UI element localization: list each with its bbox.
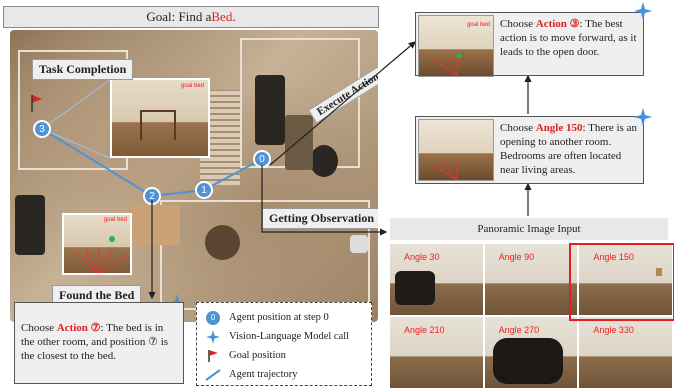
task-completion-label: Task Completion bbox=[32, 59, 134, 80]
action-choose: Choose bbox=[500, 18, 536, 30]
selected-angle-highlight bbox=[569, 243, 674, 321]
angle-label: Angle 150 bbox=[593, 252, 634, 262]
legend-label: Agent position at step 0 bbox=[229, 312, 329, 323]
angle-choose: Choose bbox=[500, 122, 536, 134]
bed-frame bbox=[140, 110, 176, 140]
trajectory-node-1: 1 bbox=[195, 181, 213, 199]
appliance bbox=[350, 235, 368, 253]
wall-outlet bbox=[655, 268, 662, 276]
arrow-icon bbox=[261, 165, 388, 236]
pano-view-330: Angle 330 bbox=[579, 317, 672, 388]
angle-thumbnail bbox=[418, 119, 494, 181]
inset-goal-tag: goal bed bbox=[103, 217, 127, 223]
flag-icon bbox=[208, 349, 218, 362]
pano-view-30: Angle 30 bbox=[390, 244, 483, 315]
star-icon bbox=[206, 329, 220, 344]
angle-label: Angle 330 bbox=[593, 325, 634, 335]
panorama-header: Panoramic Image Input bbox=[390, 218, 668, 240]
panorama-grid: Angle 30 Angle 90 Angle 150 Angle 210 An… bbox=[390, 244, 672, 388]
goal-flag-icon bbox=[32, 95, 42, 103]
found-bed-inset: goal bed bbox=[62, 213, 132, 275]
trajectory-line-icon bbox=[205, 368, 221, 381]
angle-label: Angle 90 bbox=[498, 252, 535, 262]
goal-prefix: Goal: Find a bbox=[146, 9, 212, 24]
legend: 0 Agent position at step 0 Vision-Langua… bbox=[196, 302, 372, 386]
vlm-angle-decision: Choose Angle 150: There is an opening to… bbox=[415, 116, 644, 184]
legend-item: Goal position bbox=[203, 346, 365, 365]
angle-label: Angle 270 bbox=[498, 325, 540, 335]
trajectory-node-3: 3 bbox=[33, 120, 51, 138]
found-highlight: Action ⑦ bbox=[56, 322, 101, 334]
legend-label: Agent trajectory bbox=[229, 369, 298, 380]
vlm-found-decision: Choose Action ⑦: The bed is in the other… bbox=[14, 302, 184, 384]
desk bbox=[15, 195, 45, 255]
goal-bar: Goal: Find a Bed. bbox=[3, 6, 379, 28]
angle-text: : There is an opening to another room. B… bbox=[500, 122, 637, 176]
found-text: : The bed is in the other room, and posi… bbox=[21, 322, 169, 362]
legend-item: Vision-Language Model call bbox=[203, 327, 365, 346]
found-choose: Choose bbox=[21, 322, 57, 334]
table bbox=[130, 205, 180, 245]
pano-view-150: Angle 150 bbox=[579, 244, 672, 315]
angle-label: Angle 30 bbox=[404, 252, 440, 262]
action-rays bbox=[73, 236, 127, 273]
sofa bbox=[492, 338, 563, 384]
pano-view-270: Angle 270 bbox=[484, 317, 578, 388]
sofa bbox=[255, 75, 285, 145]
star-icon bbox=[634, 108, 652, 126]
vlm-action-decision: goal bed Choose Action ③: The best actio… bbox=[415, 12, 644, 77]
legend-item: Agent trajectory bbox=[203, 365, 365, 384]
goal-suffix: . bbox=[232, 9, 236, 24]
pano-view-210: Angle 210 bbox=[390, 317, 483, 388]
action-thumbnail: goal bed bbox=[418, 15, 494, 77]
angle-highlight: Angle 150 bbox=[535, 122, 583, 134]
chair bbox=[395, 271, 435, 305]
action-text: : The best action is to move forward, as… bbox=[500, 18, 637, 58]
arrow-icon bbox=[269, 41, 416, 166]
legend-item: 0 Agent position at step 0 bbox=[203, 308, 365, 327]
pano-view-90: Angle 90 bbox=[484, 244, 578, 315]
agent-trajectory bbox=[31, 79, 263, 198]
armchair bbox=[310, 145, 338, 177]
legend-label: Vision-Language Model call bbox=[229, 331, 350, 342]
dining-table bbox=[205, 225, 240, 260]
task-completion-inset: goal bed bbox=[110, 78, 210, 158]
inset-goal-tag: goal bed bbox=[180, 83, 204, 89]
action-highlight: Action ③ bbox=[535, 18, 580, 30]
thumb-rays bbox=[433, 53, 462, 76]
getting-observation-label: Getting Observation bbox=[262, 208, 378, 229]
agent-node-icon: 0 bbox=[206, 310, 220, 325]
floor-plan: goal bed goal bed 3 2 1 0 Task Completio… bbox=[10, 30, 378, 322]
goal-target: Bed bbox=[211, 9, 233, 24]
angle-label: Angle 210 bbox=[404, 325, 445, 335]
thumb-rays bbox=[430, 160, 458, 180]
legend-label: Goal position bbox=[229, 350, 286, 361]
thumb-goal-tag: goal bed bbox=[466, 22, 490, 28]
star-icon bbox=[634, 2, 652, 20]
rug bbox=[285, 115, 313, 170]
